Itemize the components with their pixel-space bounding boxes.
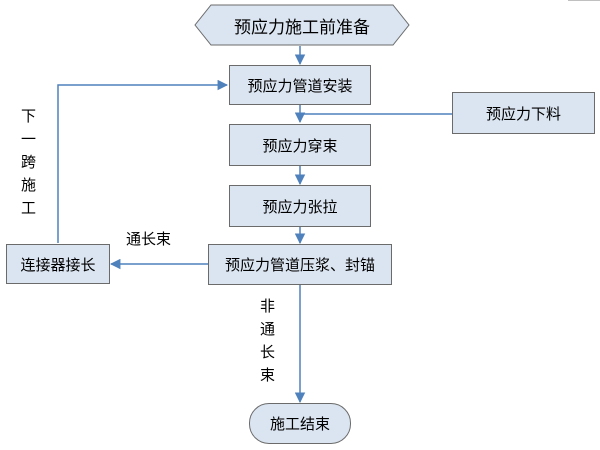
corner-line bbox=[568, 0, 600, 6]
tensioning-node: 预应力张拉 bbox=[229, 185, 371, 227]
end-node: 施工结束 bbox=[249, 403, 351, 444]
grouting-node: 预应力管道压浆、封锚 bbox=[208, 244, 392, 285]
non-through-bundle-label: 非通长束 bbox=[258, 298, 276, 390]
start-node-shape bbox=[194, 4, 410, 46]
threading-node: 预应力穿束 bbox=[229, 124, 371, 166]
duct-install-node: 预应力管道安装 bbox=[229, 65, 371, 105]
strand-cutting-node: 预应力下料 bbox=[452, 92, 595, 134]
start-node: 预应力施工前准备 bbox=[234, 17, 370, 38]
arrow-coupler-loop-back bbox=[57, 79, 229, 243]
next-span-label: 下一跨施工 bbox=[19, 108, 37, 223]
coupler-node: 连接器接长 bbox=[6, 244, 110, 284]
through-bundle-label: 通长束 bbox=[126, 230, 172, 248]
